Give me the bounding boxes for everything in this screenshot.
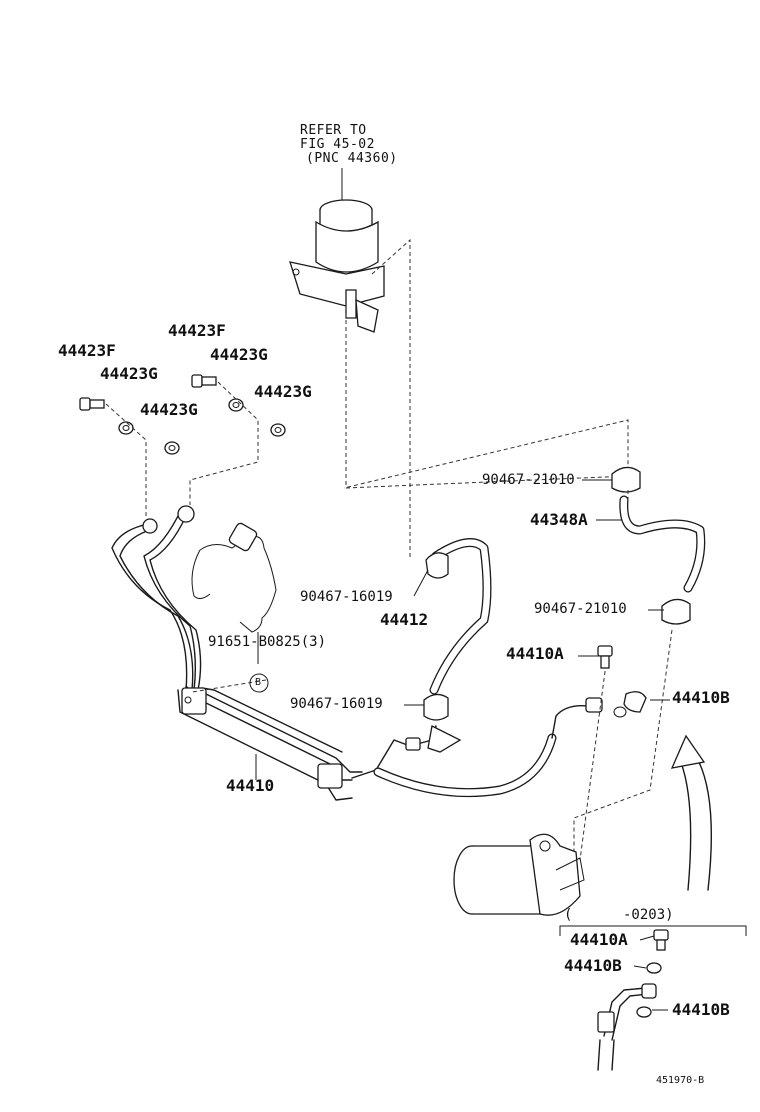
union-bolt-44410A	[597, 645, 613, 669]
callout-44410A: 44410A	[506, 644, 564, 663]
reference-line-2: FIG 45-02	[300, 137, 375, 152]
callout-90467-21010-top: 90467-21010	[482, 472, 575, 488]
callout-44348A: 44348A	[530, 510, 588, 529]
callout-44423F-left: 44423F	[58, 341, 116, 360]
callout-44423G-1: 44423G	[210, 345, 268, 364]
inset-callout-44410B-2: 44410B	[672, 1000, 730, 1019]
callout-90467-16019-top: 90467-16019	[300, 589, 393, 605]
illustration-id: 451970-B	[656, 1075, 705, 1086]
inset-parts	[597, 929, 669, 1071]
bolt-icon	[79, 374, 217, 411]
callout-44410: 44410	[226, 776, 275, 795]
reservoir-icon	[289, 168, 385, 333]
pump-icon	[453, 833, 585, 916]
inset-callout-44410B-1: 44410B	[564, 956, 622, 975]
arrow-icon	[670, 734, 713, 891]
callout-90467-21010-mid: 90467-21010	[534, 601, 627, 617]
reference-line-1: REFER TO	[300, 123, 367, 138]
callout-44423G-3: 44423G	[254, 382, 312, 401]
callout-90467-16019-bottom: 90467-16019	[290, 696, 383, 712]
callout-44423G-4: 44423G	[140, 400, 198, 419]
tube-assembly-44410	[111, 505, 462, 801]
reference-b-label: B	[255, 677, 262, 688]
callout-91651-B0825: 91651-B0825(3)	[208, 634, 327, 650]
gasket-icon	[118, 398, 286, 455]
inset-callout-44410A: 44410A	[570, 930, 628, 949]
callout-44410B: 44410B	[672, 688, 730, 707]
callout-44423G-2: 44423G	[100, 364, 158, 383]
reference-line-3: (PNC 44360)	[306, 151, 398, 166]
callout-44423F-right: 44423F	[168, 321, 226, 340]
clamp-icon	[423, 466, 691, 721]
gasket-44410B	[613, 691, 647, 718]
callout-44412: 44412	[380, 610, 429, 629]
range-note: ( -0203)	[564, 907, 674, 923]
reference-circle-b	[249, 673, 269, 693]
